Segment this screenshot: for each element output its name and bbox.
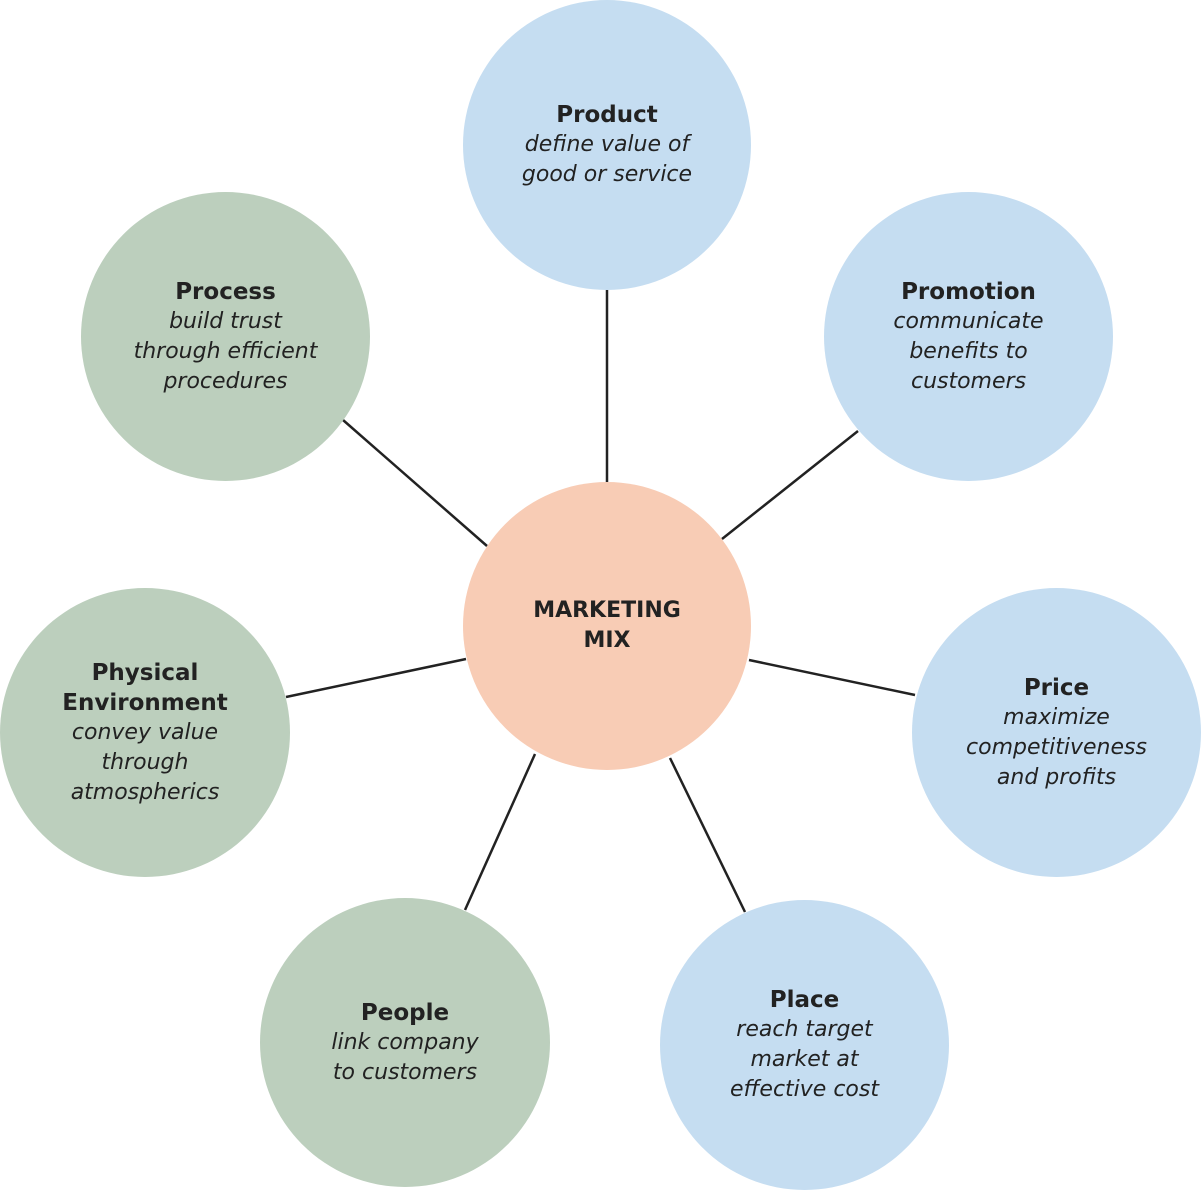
node-description: reach target market at effective cost (730, 1017, 879, 1102)
node-title: Price (1023, 674, 1090, 701)
center-node-marketing-mix: MARKETING MIX (463, 482, 751, 770)
connector-people (463, 753, 537, 911)
connector-price (748, 658, 916, 697)
node-description: communicate benefits to customers (893, 308, 1044, 394)
center-title: MARKETING MIX (533, 598, 681, 653)
node-process: Process build trust through efficient pr… (81, 192, 370, 481)
connector-process (342, 419, 488, 547)
node-title: Place (769, 987, 840, 1013)
node-description: build trust through efficient procedures (133, 308, 318, 394)
node-physical-environment: Physical Environment convey value throug… (0, 588, 290, 877)
node-promotion: Promotion communicate benefits to custom… (824, 192, 1113, 481)
node-product: Product define value of good or service (463, 0, 751, 290)
node-title: Product (556, 102, 658, 128)
node-description: define value of good or service (521, 132, 693, 187)
node-title: Promotion (901, 278, 1036, 305)
connector-physical-environment (285, 657, 467, 699)
node-description: convey value through atmospherics (70, 719, 220, 805)
connector-promotion (721, 430, 859, 540)
node-title: Process (175, 278, 276, 305)
node-title: People (360, 999, 450, 1026)
node-place: Place reach target market at effective c… (660, 900, 949, 1190)
node-description: link company to customers (331, 1029, 479, 1085)
connector-place (668, 757, 747, 913)
node-title: Physical Environment (62, 659, 228, 716)
node-description: maximize competitiveness and profits (966, 704, 1147, 790)
node-people: People link company to customers (260, 898, 550, 1187)
node-price: Price maximize competitiveness and profi… (912, 588, 1201, 877)
